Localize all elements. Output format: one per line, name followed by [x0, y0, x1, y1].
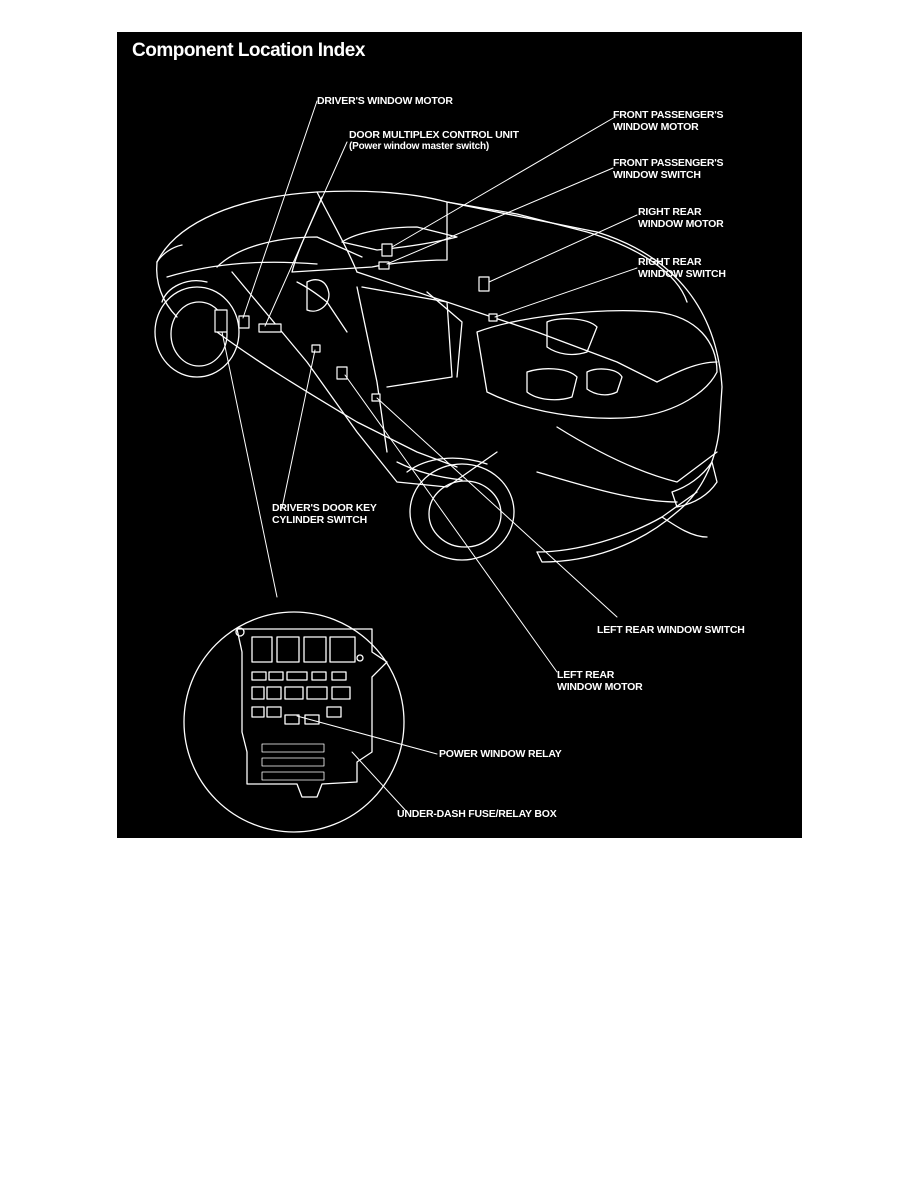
label-right-rear-window-switch: RIGHT REAR WINDOW SWITCH [638, 256, 726, 280]
front-pass-motor-marker [381, 243, 393, 257]
label-right-rear-window-motor: RIGHT REAR WINDOW MOTOR [638, 206, 724, 230]
component-location-diagram: Component Location Index DRIVER'S WINDOW… [117, 32, 802, 838]
label-left-rear-window-motor: LEFT REAR WINDOW MOTOR [557, 669, 643, 693]
car-illustration [154, 100, 723, 833]
label-door-multiplex-control-unit: DOOR MULTIPLEX CONTROL UNIT (Power windo… [349, 129, 519, 152]
page-title: Component Location Index [132, 40, 365, 61]
left-rear-switch-marker [371, 393, 381, 402]
drivers-window-motor-marker [238, 315, 250, 329]
component-markers [214, 243, 498, 402]
label-left-rear-window-switch: LEFT REAR WINDOW SWITCH [597, 624, 745, 636]
door-multiplex-marker [258, 323, 282, 333]
label-drivers-window-motor: DRIVER'S WINDOW MOTOR [317, 95, 453, 107]
label-drivers-door-key-cylinder-switch: DRIVER'S DOOR KEY CYLINDER SWITCH [272, 502, 377, 526]
leader-lines [221, 100, 638, 813]
right-rear-switch-marker [488, 313, 498, 322]
front-pass-switch-marker [378, 261, 390, 270]
key-cylinder-marker [311, 344, 321, 353]
car-body [154, 190, 723, 563]
fuse-box-marker [214, 309, 228, 333]
label-power-window-relay: POWER WINDOW RELAY [439, 748, 562, 760]
label-front-passenger-window-motor: FRONT PASSENGER'S WINDOW MOTOR [613, 109, 724, 133]
label-under-dash-fuse-relay-box: UNDER-DASH FUSE/RELAY BOX [397, 808, 557, 820]
fuse-box-inset [183, 611, 405, 833]
label-front-passenger-window-switch: FRONT PASSENGER'S WINDOW SWITCH [613, 157, 724, 181]
left-rear-motor-marker [336, 366, 348, 380]
right-rear-motor-marker [478, 276, 490, 292]
